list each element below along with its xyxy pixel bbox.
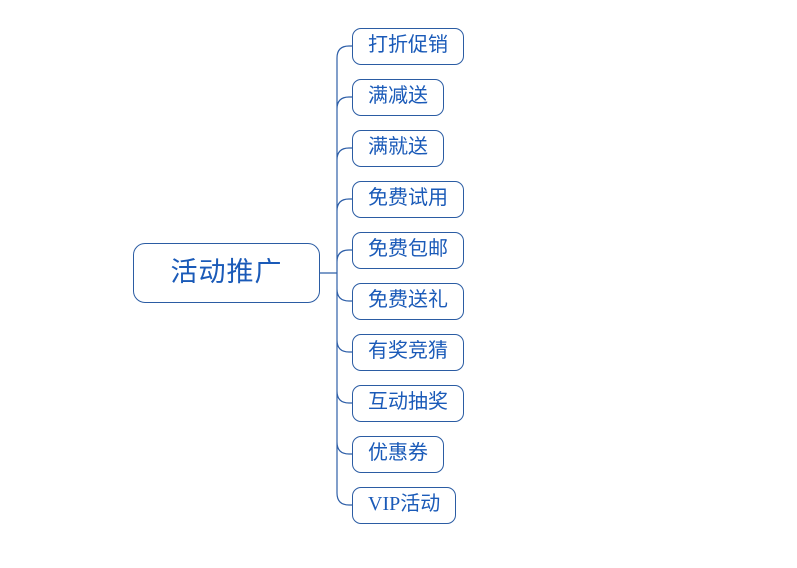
child-node-label: VIP活动 — [368, 493, 441, 515]
child-node-label: 满减送 — [368, 85, 428, 107]
child-node-3[interactable]: 免费试用 — [352, 180, 464, 218]
child-node-label: 免费试用 — [368, 187, 448, 209]
child-node-label: 满就送 — [368, 136, 428, 158]
child-node-label: 优惠券 — [368, 442, 428, 464]
child-node-6[interactable]: 有奖竞猜 — [352, 333, 464, 371]
child-node-label: 免费包邮 — [368, 238, 448, 260]
child-node-0[interactable]: 打折促销 — [352, 27, 464, 65]
child-node-2[interactable]: 满就送 — [352, 129, 444, 167]
child-node-label: 打折促销 — [368, 34, 448, 56]
child-node-5[interactable]: 免费送礼 — [352, 282, 464, 320]
child-node-7[interactable]: 互动抽奖 — [352, 384, 464, 422]
root-node-activity-promotion[interactable]: 活动推广 — [133, 243, 320, 303]
root-node-label: 活动推广 — [170, 256, 283, 287]
child-node-4[interactable]: 免费包邮 — [352, 231, 464, 269]
child-node-1[interactable]: 满减送 — [352, 78, 444, 116]
child-node-label: 有奖竞猜 — [368, 340, 448, 362]
child-node-label: 互动抽奖 — [368, 391, 448, 413]
child-node-8[interactable]: 优惠券 — [352, 435, 444, 473]
child-node-9[interactable]: VIP活动 — [352, 486, 457, 524]
child-node-label: 免费送礼 — [368, 289, 448, 311]
